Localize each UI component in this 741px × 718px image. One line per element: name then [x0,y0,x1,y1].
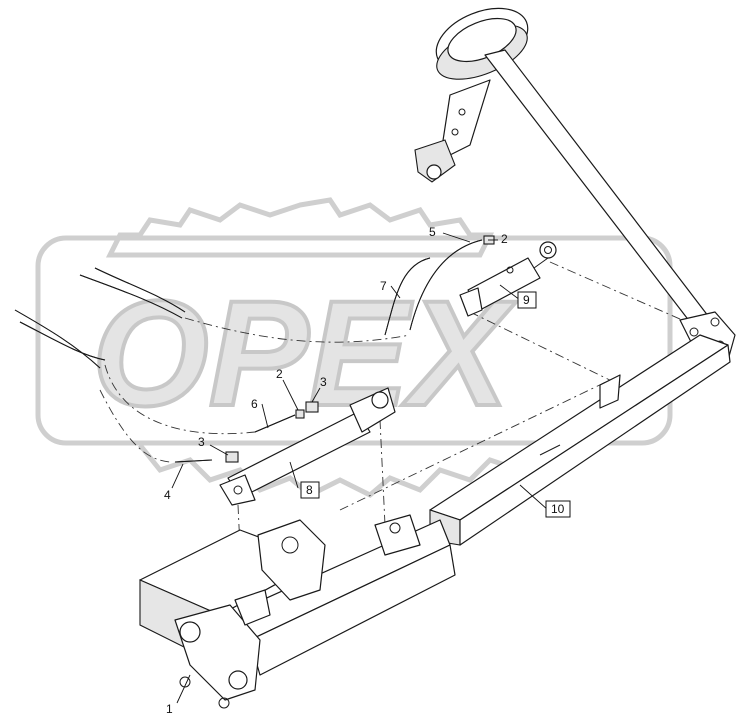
assembly-line-upper-hose [184,317,411,343]
leader-7 [390,285,401,299]
leader-2-lower [282,379,299,411]
cylinder-9-rod [533,257,549,269]
frame-beam-tab [599,374,621,409]
cylinder-9-port [506,266,514,274]
callout-2-lower: 2 [276,367,283,381]
callout-9: 9 [523,293,530,307]
cylinder-8-clevis-hole [233,485,243,495]
leader-10 [519,484,549,511]
hose-low-b-inner [19,321,106,361]
cylinder-8-eye [371,391,389,409]
callout-7: 7 [380,279,387,293]
callout-6: 6 [251,397,258,411]
arm-end-bolt-2 [710,317,720,327]
callout-9-box [517,291,537,309]
cylinder-8-clevis [219,474,256,506]
frame-beam-lower [459,344,731,546]
leader-4 [171,463,184,489]
pivot-boss [179,621,201,643]
diagonal-arm [484,49,736,361]
hose-5-inner [409,239,483,331]
cylinder-9 [459,241,557,317]
leader-3-lower [209,444,229,456]
callout-2-upper: 2 [501,232,508,246]
watermark-gear [105,197,495,258]
upper-mount-plate [257,519,326,601]
callout-3-lower: 3 [198,435,205,449]
pivot-boss-lower [228,670,248,690]
assembly-line-lower-hose [104,364,256,435]
assembly-line-lower-hose-2 [99,389,171,463]
watermark-frame [35,235,673,446]
hose-top-b-inner [94,267,186,313]
hose-low-a-inner [14,309,101,369]
upper-bracket-bolt-1 [458,108,466,116]
assembly-line-bracket [339,379,611,511]
leader-8 [289,461,299,489]
callout-1: 1 [166,702,173,716]
cylinder-8 [219,387,396,506]
fitting-3-upper [305,401,319,413]
upper-clamp-eye [426,164,442,180]
chain-pin-2 [218,697,230,709]
watermark-logo: OPEX [35,197,673,498]
base-housing [139,514,456,709]
assembly-line-cylinder-9 [549,261,706,331]
fitting-3-lower [225,451,239,463]
upper-clamp [414,139,456,183]
mid-bracket [374,514,421,556]
hose-6-inner [254,414,296,433]
callout-5: 5 [429,225,436,239]
callout-3-upper: 3 [320,375,327,389]
assembly-line-cylinder-8 [379,419,386,526]
cylinder-9-eye [539,241,557,259]
arm-end-bolt-1 [689,327,699,337]
leader-lines [171,232,549,704]
cylinder-9-clevis [459,287,483,317]
leader-1 [176,674,191,704]
hydraulic-hoses [14,267,186,369]
leader-9 [499,284,521,301]
hose-7-inner [384,257,431,336]
callout-8-box [300,481,320,499]
mount-plate-hole [281,536,299,554]
callout-labels: 1 2 2 3 3 4 5 6 7 8 9 10 [164,225,571,716]
fitting-2-lower [295,409,305,419]
leader-5 [442,232,471,243]
mid-bracket-bolt [389,522,401,534]
callout-10-box [545,500,571,518]
leader-6 [261,403,269,429]
leader-3-upper [311,387,321,403]
frame-beam-slot [539,444,561,456]
hose-top-a-inner [79,274,183,319]
callout-8: 8 [306,483,313,497]
watermark-text: OPEX [92,269,517,437]
hose-4-inner [174,459,213,463]
upper-bracket-bolt-2 [451,128,459,136]
assembly-line-cylinder-9-b [469,311,621,386]
upper-bracket [439,79,491,161]
small-bracket [234,589,271,626]
callout-4: 4 [164,488,171,502]
callout-10: 10 [551,502,565,516]
cylinder-9-eye-hole [544,246,552,254]
watermark-gear-bottom [138,443,542,498]
hose-low-a [14,309,101,369]
hose-assemblies-lower [174,401,319,463]
chain-pin-1 [179,676,191,688]
